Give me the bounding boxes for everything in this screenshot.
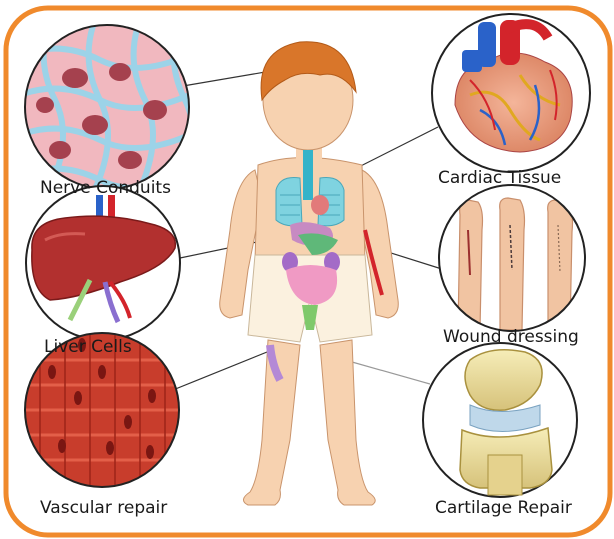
label-cartilage-repair: Cartilage Repair <box>435 498 572 518</box>
label-cardiac-tissue: Cardiac Tissue <box>438 168 561 188</box>
knee-joint-icon <box>423 343 577 497</box>
label-nerve-conduits: Nerve Conduits <box>40 178 171 198</box>
hands-wound-icon <box>439 185 585 331</box>
label-vascular-repair: Vascular repair <box>40 498 167 518</box>
label-wound-dressing: Wound dressing <box>443 327 579 347</box>
child-body-illustration <box>220 42 399 505</box>
connector-cartilage <box>345 360 430 384</box>
heart-icon <box>432 14 590 172</box>
label-liver-cells: Liver Cells <box>44 337 132 357</box>
liver-icon <box>26 186 180 340</box>
connector-vascular <box>168 348 277 392</box>
nerve-cells-icon <box>20 20 200 200</box>
